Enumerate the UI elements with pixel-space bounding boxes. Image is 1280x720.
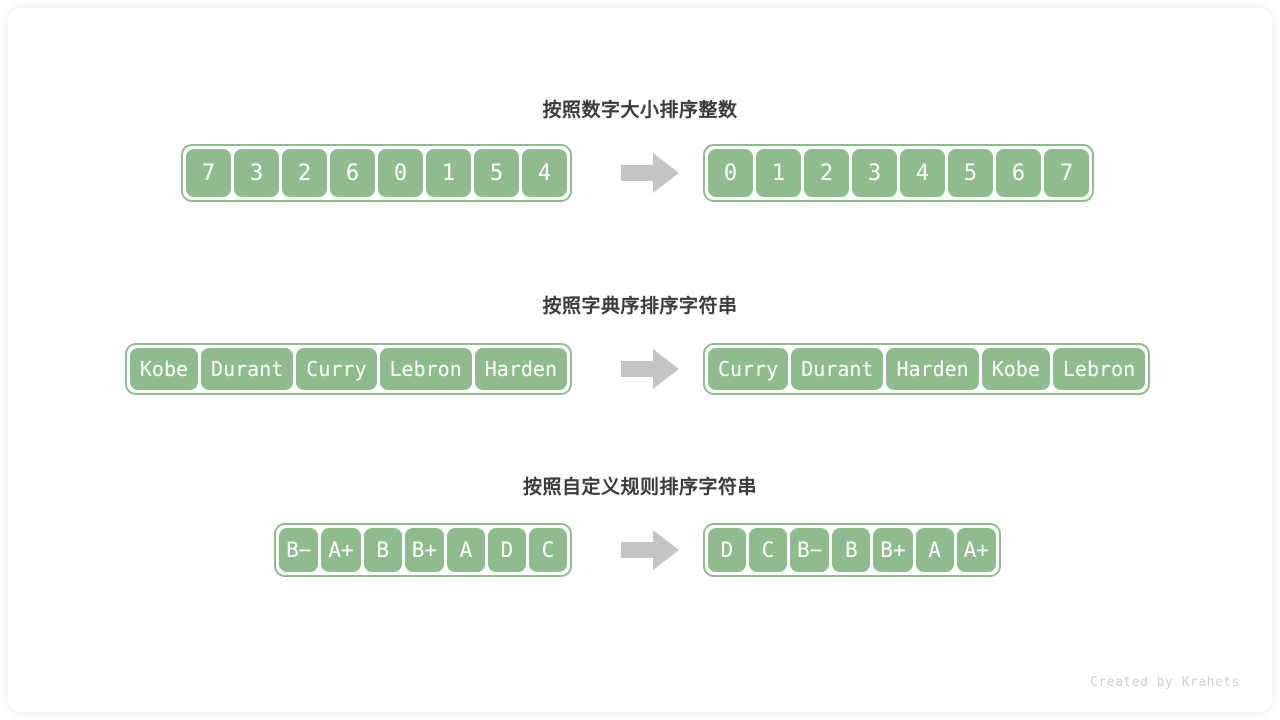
input-array: Kobe Durant Curry Lebron Harden	[124, 343, 572, 395]
array-cell: 6	[330, 149, 375, 197]
array-cell: Kobe	[981, 348, 1050, 390]
section-row: B− A+ B B+ A D C D C B− B	[8, 515, 1272, 585]
array-cell: Curry	[296, 348, 377, 390]
array-cell: 5	[474, 149, 519, 197]
array-cell: 3	[852, 149, 897, 197]
section-title: 按照自定义规则排序字符串	[522, 476, 757, 498]
input-array-wrap: Kobe Durant Curry Lebron Harden	[124, 343, 572, 395]
array-cell: B−	[790, 528, 830, 572]
input-array-wrap: B− A+ B B+ A D C	[274, 523, 572, 577]
array-cell: D	[488, 528, 526, 572]
arrow-right-icon	[621, 530, 679, 570]
array-cell: B	[363, 528, 402, 572]
output-array: Curry Durant Harden Kobe Lebron	[703, 343, 1151, 395]
array-cell: Curry	[708, 348, 789, 390]
section-title: 按照数字大小排序整数	[542, 99, 738, 121]
arrow-right-icon	[621, 153, 679, 193]
page-card: 按照数字大小排序整数 7 3 2 6 0 1 5 4	[8, 8, 1272, 712]
array-cell: 0	[378, 149, 423, 197]
array-cell: 6	[996, 149, 1041, 197]
array-cell: 4	[900, 149, 945, 197]
section-sort-strings-lexicographic: 按照字典序排序字符串 Kobe Durant Curry Lebron Hard…	[8, 292, 1272, 404]
section-row: Kobe Durant Curry Lebron Harden Curry Du…	[8, 334, 1272, 404]
array-cell: A	[447, 528, 485, 572]
array-cell: Harden	[474, 348, 567, 390]
array-cell: 4	[522, 149, 567, 197]
section-row: 7 3 2 6 0 1 5 4 0 1 2	[8, 138, 1272, 208]
array-cell: A	[915, 528, 954, 572]
array-cell: B−	[279, 528, 319, 572]
array-cell: Lebron	[1052, 348, 1146, 390]
array-cell: B+	[404, 528, 444, 572]
input-array: B− A+ B B+ A D C	[274, 523, 572, 577]
array-cell: C	[749, 528, 787, 572]
array-cell: C	[529, 528, 567, 572]
array-cell: 1	[756, 149, 801, 197]
section-sort-strings-custom-rule: 按照自定义规则排序字符串 B− A+ B B+ A D C	[8, 473, 1272, 585]
array-cell: 0	[708, 149, 753, 197]
array-cell: B+	[873, 528, 913, 572]
section-title: 按照字典序排序字符串	[542, 295, 738, 317]
arrow-right-icon	[621, 349, 679, 389]
array-cell: Kobe	[129, 348, 199, 390]
array-cell: B	[832, 528, 871, 572]
array-cell: 7	[186, 149, 231, 197]
footer-credit: Created by Krahets	[1090, 675, 1240, 690]
array-cell: 3	[234, 149, 279, 197]
output-array: 0 1 2 3 4 5 6 7	[703, 144, 1094, 202]
array-cell: 5	[948, 149, 993, 197]
array-cell: A+	[956, 528, 996, 572]
output-array-wrap: D C B− B B+ A A+	[703, 523, 1001, 577]
output-array: D C B− B B+ A A+	[703, 523, 1001, 577]
output-array-wrap: Curry Durant Harden Kobe Lebron	[703, 343, 1151, 395]
array-cell: A+	[321, 528, 361, 572]
array-cell: 2	[804, 149, 849, 197]
array-cell: 1	[426, 149, 471, 197]
array-cell: Durant	[201, 348, 294, 390]
output-array-wrap: 0 1 2 3 4 5 6 7	[703, 144, 1094, 202]
input-array: 7 3 2 6 0 1 5 4	[181, 144, 572, 202]
array-cell: D	[708, 528, 746, 572]
input-array-wrap: 7 3 2 6 0 1 5 4	[181, 144, 572, 202]
array-cell: Lebron	[379, 348, 472, 390]
section-sort-integers: 按照数字大小排序整数 7 3 2 6 0 1 5 4	[8, 96, 1272, 208]
array-cell: Harden	[886, 348, 979, 390]
array-cell: 7	[1044, 149, 1089, 197]
array-cell: 2	[282, 149, 327, 197]
array-cell: Durant	[791, 348, 884, 390]
